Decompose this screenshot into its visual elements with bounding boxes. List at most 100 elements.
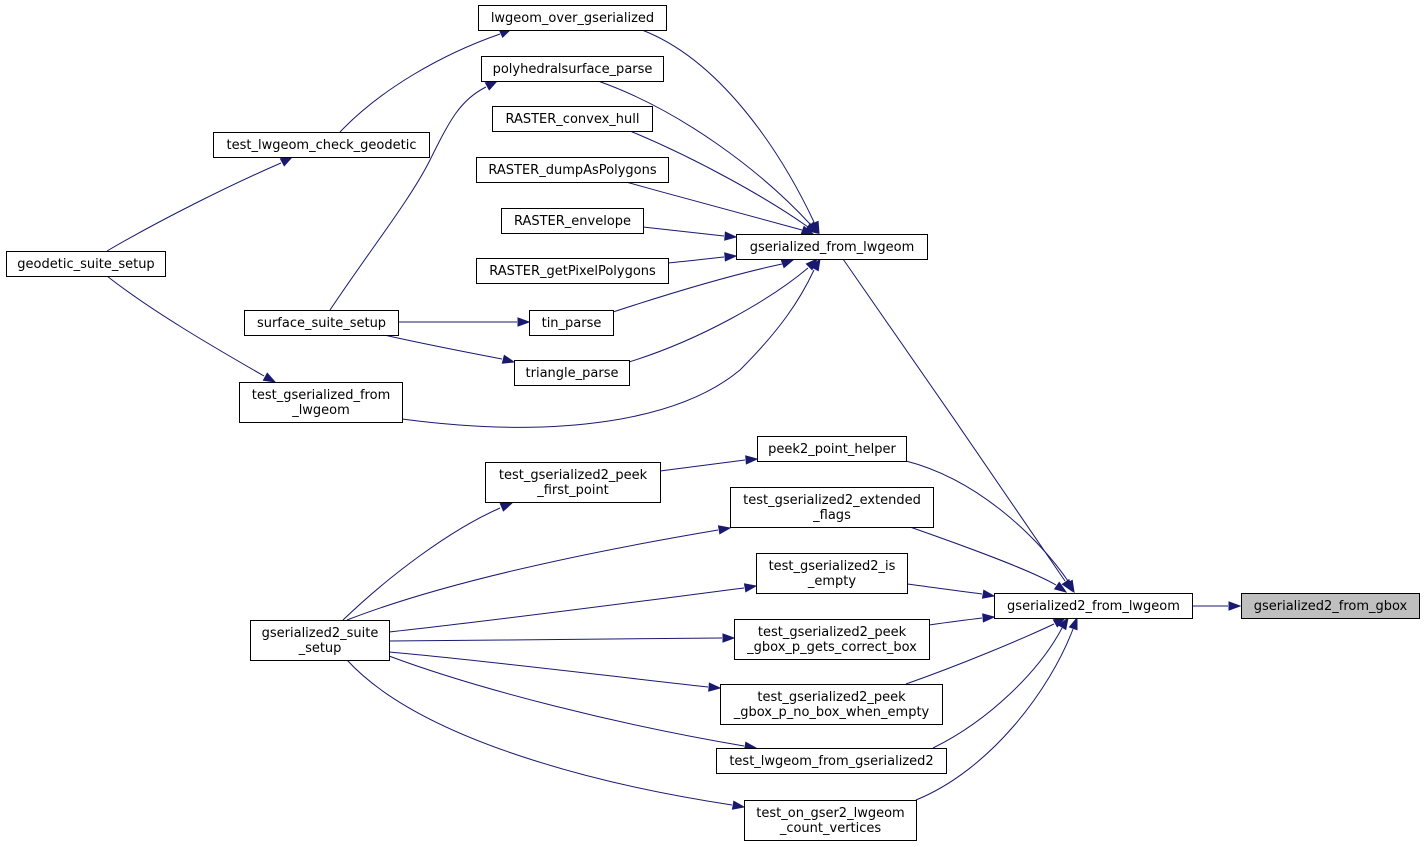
node-label: RASTER_getPixelPolygons <box>489 264 656 279</box>
edge-line <box>905 460 1069 582</box>
node-peek2-point-helper[interactable]: peek2_point_helper <box>757 436 907 462</box>
node-geodetic-suite-setup[interactable]: geodetic_suite_setup <box>6 251 166 277</box>
node-box[interactable] <box>478 5 667 31</box>
node-test-gserialized2-peek-first-point[interactable]: test_gserialized2_peek_first_point <box>485 462 661 503</box>
edge-test-gserialized2-peek-first-point-to-peek2-point-helper <box>659 455 759 472</box>
node-label: test_gserialized2_peek <box>758 625 907 640</box>
arrowhead-icon <box>279 156 294 167</box>
node-polyhedralsurface-parse[interactable]: polyhedralsurface_parse <box>481 56 664 82</box>
node-box[interactable] <box>529 310 614 336</box>
edge-line <box>905 623 1055 685</box>
node-box[interactable] <box>6 251 166 277</box>
node-box[interactable] <box>736 234 928 260</box>
node-raster-getpixelpolygons[interactable]: RASTER_getPixelPolygons <box>476 258 669 284</box>
arrowhead-icon <box>724 231 738 241</box>
arrowhead-icon <box>1228 601 1242 611</box>
node-triangle-parse[interactable]: triangle_parse <box>514 360 630 386</box>
node-raster-dumpaspolygons[interactable]: RASTER_dumpAsPolygons <box>476 157 669 183</box>
edge-line <box>388 637 723 642</box>
node-box[interactable] <box>1241 593 1420 619</box>
edge-surface-suite-setup-to-triangle-parse <box>383 334 516 364</box>
node-label: geodetic_suite_setup <box>17 257 154 272</box>
edge-line <box>342 507 501 621</box>
node-box[interactable] <box>514 360 630 386</box>
node-box[interactable] <box>730 487 934 528</box>
edge-line <box>659 459 746 472</box>
arrowhead-icon <box>982 613 996 623</box>
edge-line <box>346 659 733 806</box>
arrowhead-icon <box>731 800 746 810</box>
node-box[interactable] <box>244 310 399 336</box>
node-label: peek2_point_helper <box>768 442 896 457</box>
node-box[interactable] <box>756 553 908 594</box>
node-label: gserialized2_from_gbox <box>1254 599 1408 614</box>
node-box[interactable] <box>757 436 907 462</box>
arrowhead-icon <box>722 633 736 643</box>
edge-line <box>612 263 783 313</box>
edge-lwgeom-over-gserialized-to-gserialized-from-lwgeom <box>641 29 820 235</box>
edge-line <box>629 130 809 228</box>
edge-line <box>641 29 815 223</box>
node-raster-convex-hull[interactable]: RASTER_convex_hull <box>492 106 653 132</box>
node-box[interactable] <box>239 382 403 423</box>
arrowhead-icon <box>262 372 277 383</box>
edge-line <box>597 80 811 225</box>
arrowhead-icon <box>501 354 516 364</box>
node-label: tin_parse <box>542 316 602 331</box>
node-box[interactable] <box>720 684 943 725</box>
edge-line <box>106 275 265 377</box>
node-test-gserialized2-peek-gbox-p-no-box-when-empty[interactable]: test_gserialized2_peek_gbox_p_no_box_whe… <box>720 684 943 725</box>
node-box[interactable] <box>485 462 661 503</box>
node-lwgeom-over-gserialized[interactable]: lwgeom_over_gserialized <box>478 5 667 31</box>
node-test-gserialized2-peek-gbox-p-gets-correct-box[interactable]: test_gserialized2_peek_gbox_p_gets_corre… <box>734 619 930 660</box>
node-box[interactable] <box>476 157 669 183</box>
edge-line <box>106 162 282 252</box>
node-test-lwgeom-check-geodetic[interactable]: test_lwgeom_check_geodetic <box>213 132 430 158</box>
node-box[interactable] <box>213 132 430 158</box>
node-gserialized2-suite-setup[interactable]: gserialized2_suite_setup <box>250 620 390 661</box>
node-box[interactable] <box>501 208 644 234</box>
edge-line <box>842 258 1066 582</box>
node-label: RASTER_convex_hull <box>505 112 639 127</box>
edge-surface-suite-setup-to-polyhedralsurface-parse <box>329 80 499 311</box>
edge-line <box>625 181 803 231</box>
node-test-gserialized-from-lwgeom[interactable]: test_gserialized_from_lwgeom <box>239 382 403 423</box>
node-gserialized2-from-lwgeom[interactable]: gserialized2_from_lwgeom <box>994 593 1193 619</box>
node-label: _empty <box>807 574 857 589</box>
node-label: gserialized2_from_lwgeom <box>1007 599 1180 614</box>
node-box[interactable] <box>994 593 1193 619</box>
node-box[interactable] <box>492 106 653 132</box>
node-test-on-gser2-lwgeom-count-vertices[interactable]: test_on_gser2_lwgeom_count_vertices <box>744 800 917 841</box>
edge-gserialized2-suite-setup-to-test-gserialized2-peek-gbox-p-no-box-when-empty <box>388 651 722 692</box>
node-test-gserialized2-is-empty[interactable]: test_gserialized2_is_empty <box>756 553 908 594</box>
arrowhead-icon <box>484 80 499 91</box>
node-gserialized2-from-gbox[interactable]: gserialized2_from_gbox <box>1241 593 1420 619</box>
edge-gserialized2-suite-setup-to-test-lwgeom-from-gserialized2 <box>388 655 758 751</box>
node-box[interactable] <box>716 748 947 774</box>
node-label: _first_point <box>536 483 609 498</box>
node-gserialized-from-lwgeom[interactable]: gserialized_from_lwgeom <box>736 234 928 260</box>
node-test-gserialized2-extended-flags[interactable]: test_gserialized2_extended_flags <box>730 487 934 528</box>
edge-line <box>339 33 501 133</box>
arrowhead-icon <box>717 525 732 535</box>
node-tin-parse[interactable]: tin_parse <box>529 310 614 336</box>
arrowhead-icon <box>499 502 514 512</box>
edge-line <box>388 651 709 688</box>
node-surface-suite-setup[interactable]: surface_suite_setup <box>244 310 399 336</box>
edge-surface-suite-setup-to-tin-parse <box>398 317 531 327</box>
node-box[interactable] <box>250 620 390 661</box>
arrowhead-icon <box>780 259 795 269</box>
node-label: gserialized2_suite <box>262 626 379 641</box>
edge-gserialized2-suite-setup-to-test-gserialized2-peek-gbox-p-gets-correct-box <box>388 633 736 643</box>
node-label: RASTER_dumpAsPolygons <box>488 163 656 178</box>
node-box[interactable] <box>481 56 664 82</box>
node-test-lwgeom-from-gserialized2[interactable]: test_lwgeom_from_gserialized2 <box>716 748 947 774</box>
node-box[interactable] <box>476 258 669 284</box>
node-label: gserialized_from_lwgeom <box>750 240 915 255</box>
arrowhead-icon <box>708 682 722 692</box>
edge-raster-getpixelpolygons-to-gserialized-from-lwgeom <box>667 252 738 264</box>
node-box[interactable] <box>734 619 930 660</box>
node-box[interactable] <box>744 800 917 841</box>
node-raster-envelope[interactable]: RASTER_envelope <box>501 208 644 234</box>
